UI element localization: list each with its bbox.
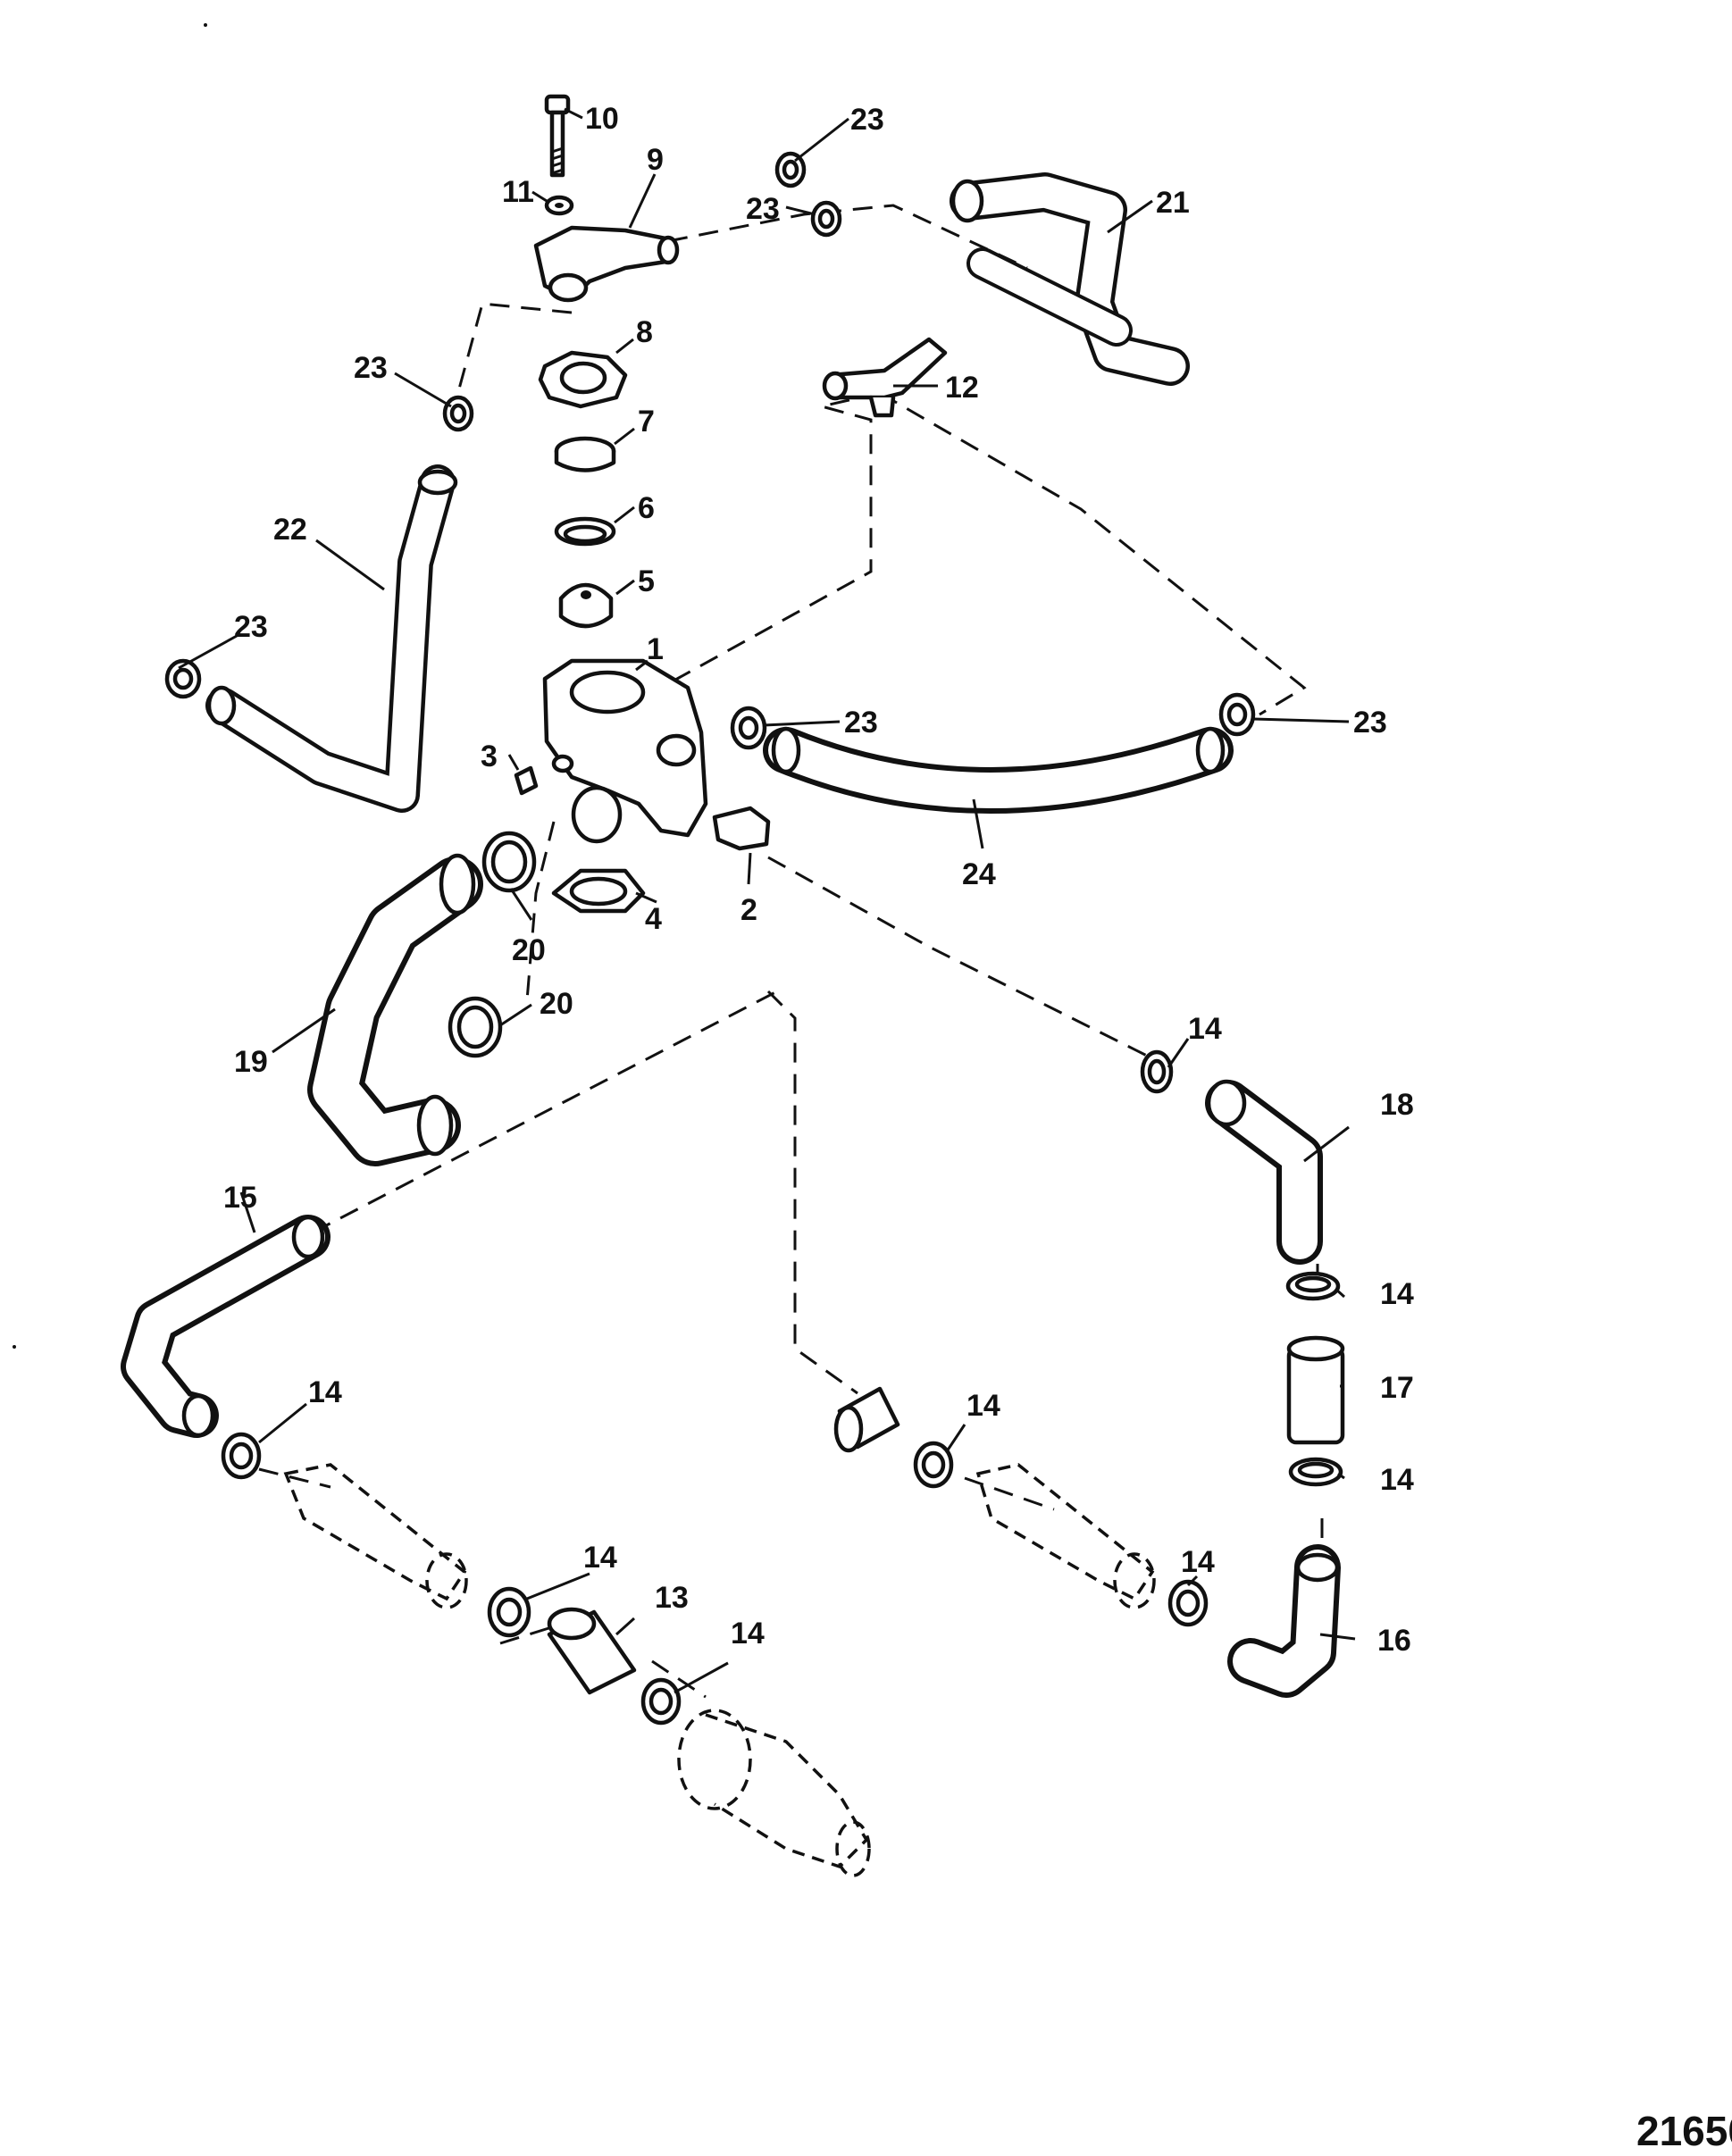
callout-14f: 14 xyxy=(583,1541,617,1575)
hose-clamp-23f xyxy=(1218,692,1256,737)
callout-16: 16 xyxy=(1377,1624,1411,1658)
hose-clamp-20b xyxy=(448,996,503,1058)
hose-clamp-23b xyxy=(810,200,842,238)
callout-23c: 23 xyxy=(354,351,388,385)
hose-clamp-23a xyxy=(774,151,807,188)
callout-11: 11 xyxy=(502,175,534,209)
washer-11 xyxy=(544,195,574,216)
hose-clamp-20a xyxy=(481,831,537,893)
callout-8: 8 xyxy=(636,315,653,349)
callout-7: 7 xyxy=(638,405,655,439)
thermostat-housing-1 xyxy=(542,658,708,844)
callout-3: 3 xyxy=(481,740,498,773)
callout-15: 15 xyxy=(223,1181,257,1215)
hose-clamp-14g xyxy=(1167,1579,1209,1627)
callout-5: 5 xyxy=(638,564,655,598)
hose-21 xyxy=(950,172,1190,386)
callout-14c: 14 xyxy=(1380,1463,1414,1497)
hose-15 xyxy=(121,1215,331,1438)
hose-16 xyxy=(1227,1544,1341,1698)
callout-23f: 23 xyxy=(1353,706,1387,740)
callout-23b: 23 xyxy=(746,192,780,226)
sleeve xyxy=(833,1386,900,1453)
callout-23d: 23 xyxy=(234,610,268,644)
callout-14h: 14 xyxy=(731,1617,765,1650)
hose-clamp-14h xyxy=(640,1677,682,1726)
callout-19: 19 xyxy=(234,1045,268,1079)
callout-6: 6 xyxy=(638,491,655,525)
gasket-4 xyxy=(551,868,646,914)
callout-17: 17 xyxy=(1380,1371,1414,1405)
callout-23e: 23 xyxy=(844,706,878,740)
hose-clamp-14e xyxy=(913,1441,954,1489)
hose-clamp-23d xyxy=(164,658,202,699)
callout-20b: 20 xyxy=(540,987,573,1021)
callout-14a: 14 xyxy=(1188,1012,1222,1046)
callout-14d: 14 xyxy=(308,1375,342,1409)
callout-14g: 14 xyxy=(1181,1545,1215,1579)
seal-6 xyxy=(554,516,616,547)
coupler-13 xyxy=(547,1607,637,1695)
assembly-path-lines xyxy=(258,204,1324,1699)
callout-23a: 23 xyxy=(850,103,884,137)
callouts: 10 11 9 8 7 6 5 1 3 4 2 12 23 23 21 23 2… xyxy=(223,102,1414,1658)
tee-fitting-12 xyxy=(822,337,948,418)
hose-clamp-14a xyxy=(1140,1049,1174,1094)
gasket-8 xyxy=(538,350,628,409)
callout-22: 22 xyxy=(273,513,307,547)
hose-18 xyxy=(1205,1079,1323,1265)
callout-1: 1 xyxy=(647,632,664,666)
hose-clamp-14c xyxy=(1288,1457,1343,1487)
callout-20a: 20 xyxy=(512,933,546,967)
hose-clamp-23c xyxy=(442,395,474,432)
callout-14e: 14 xyxy=(966,1389,1000,1423)
callout-4: 4 xyxy=(645,902,662,936)
callout-21: 21 xyxy=(1156,186,1190,220)
hose-24 xyxy=(763,726,1234,814)
fitting-2 xyxy=(712,806,771,851)
hose-clamp-14d xyxy=(221,1432,262,1480)
coupler-17 xyxy=(1286,1335,1345,1445)
figure-number: 21650 xyxy=(1636,2108,1732,2154)
hose-clamp-14b xyxy=(1285,1271,1341,1301)
hose-clamp-14f xyxy=(487,1586,531,1638)
hose-clamp-23e xyxy=(730,706,767,750)
callout-13: 13 xyxy=(655,1581,689,1615)
callout-10: 10 xyxy=(585,102,619,136)
elbow-9 xyxy=(533,225,680,303)
phantom-pump-left xyxy=(283,1463,468,1609)
callout-14b: 14 xyxy=(1380,1277,1414,1311)
callout-9: 9 xyxy=(647,143,664,177)
phantom-seawater-pump xyxy=(677,1709,871,1877)
callout-24: 24 xyxy=(962,857,996,891)
phantom-pump-right xyxy=(975,1463,1156,1609)
seal-7 xyxy=(554,436,616,472)
hose-22 xyxy=(205,464,458,813)
thermostat-5 xyxy=(558,582,614,629)
callout-2: 2 xyxy=(740,893,757,927)
hose-19 xyxy=(307,853,483,1166)
plug-3 xyxy=(514,765,539,796)
leader-lines xyxy=(178,107,1356,1694)
bolt-10 xyxy=(544,94,571,178)
callout-12: 12 xyxy=(945,371,979,405)
callout-18: 18 xyxy=(1380,1088,1414,1122)
